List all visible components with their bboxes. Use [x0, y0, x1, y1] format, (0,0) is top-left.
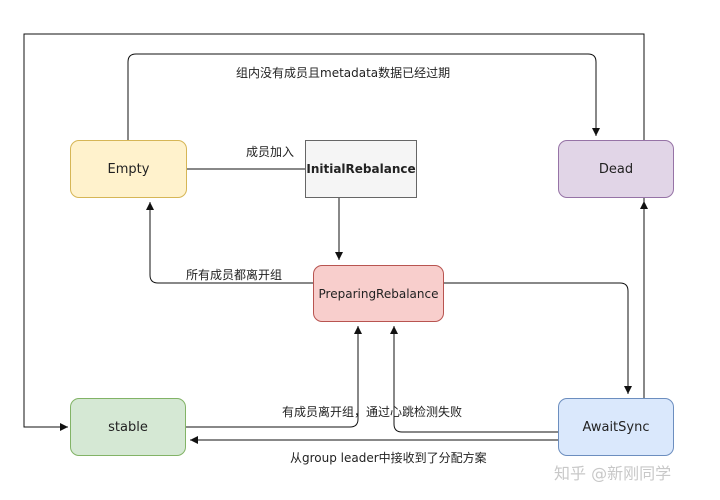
- node-dead[interactable]: Dead: [558, 140, 674, 198]
- node-preparing-rebalance-label: PreparingRebalance: [318, 286, 439, 301]
- edge-empty-to-dead: [127, 53, 600, 140]
- node-stable[interactable]: stable: [70, 398, 186, 456]
- watermark: 知乎 @新刚同学: [554, 464, 672, 483]
- edge-label-member-join: 成员加入: [246, 145, 295, 159]
- edge-preparing-to-awaitsync: [444, 282, 632, 394]
- node-await-sync[interactable]: AwaitSync: [558, 398, 674, 456]
- edge-label-all-members-left: 所有成员都离开组: [186, 268, 283, 282]
- edge-label-received-assignment: 从group leader中接收到了分配方案: [290, 451, 487, 465]
- node-initial-rebalance[interactable]: InitialRebalance: [305, 140, 417, 198]
- node-empty[interactable]: Empty: [70, 140, 187, 198]
- edge-preparing-to-empty: [146, 202, 313, 284]
- node-initial-rebalance-label: InitialRebalance: [306, 162, 416, 176]
- node-await-sync-label: AwaitSync: [582, 419, 650, 435]
- node-stable-label: stable: [108, 419, 148, 435]
- edge-awaitsync-to-stable-outer: [23, 33, 645, 431]
- edge-label-member-left-heartbeat: 有成员离开组，通过心跳检测失败: [282, 405, 463, 419]
- node-preparing-rebalance[interactable]: PreparingRebalance: [313, 265, 444, 322]
- edge-label-empty-to-dead: 组内没有成员且metadata数据已经过期: [236, 66, 451, 80]
- edge-awaitsync-to-preparing: [390, 326, 558, 433]
- edge-stable-to-preparing: [186, 326, 362, 428]
- node-empty-label: Empty: [107, 161, 150, 177]
- node-dead-label: Dead: [598, 161, 634, 177]
